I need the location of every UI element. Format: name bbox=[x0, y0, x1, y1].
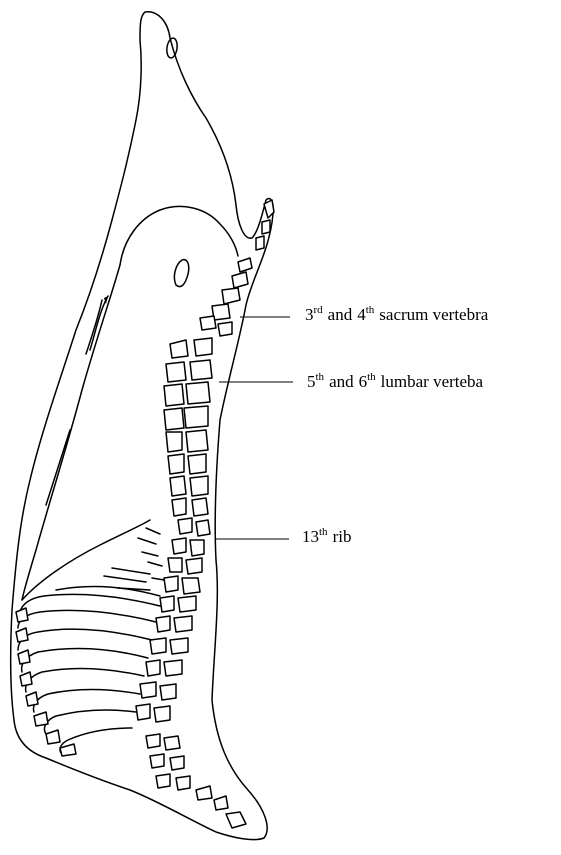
inner-cut-line bbox=[120, 206, 238, 265]
sacrum-vertebrae bbox=[200, 258, 252, 336]
neck-bones bbox=[146, 734, 246, 828]
rib-hatching bbox=[104, 528, 164, 590]
ribs bbox=[18, 587, 160, 754]
side-seam-line bbox=[22, 265, 120, 600]
lumbar-vertebrae bbox=[164, 338, 212, 516]
pelvis-hole bbox=[174, 260, 188, 287]
